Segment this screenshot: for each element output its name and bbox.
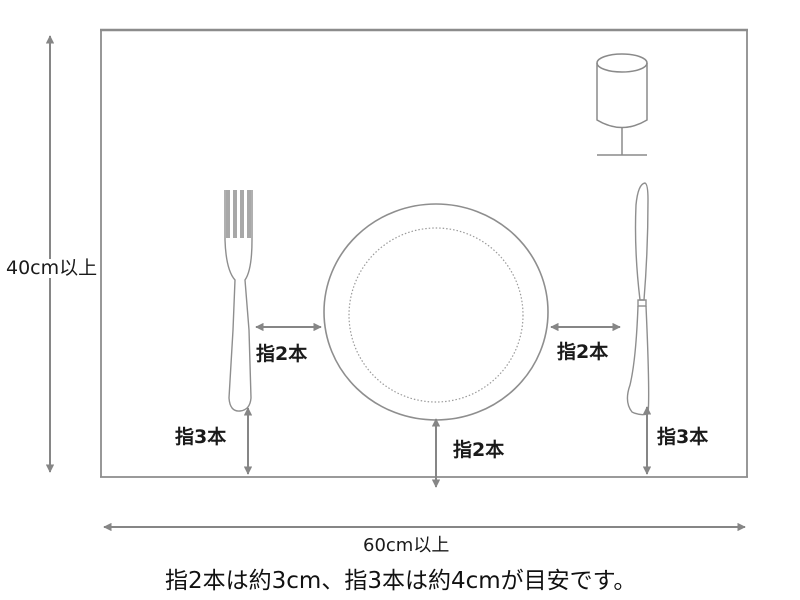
- fork-edge-spacing-label: 指3本: [175, 426, 227, 448]
- height-dimension-label: 40cm以上: [5, 257, 99, 279]
- fork-plate-spacing-label: 指2本: [256, 343, 308, 365]
- dinner-plate-icon: [323, 203, 549, 421]
- wine-glass-icon: [596, 53, 648, 156]
- placemat-outline: [100, 28, 748, 478]
- fork-icon: [224, 190, 253, 412]
- width-dimension-label: 60cm以上: [362, 535, 451, 556]
- caption: 指2本は約3cm、指3本は約4cmが目安です。: [165, 568, 637, 594]
- plate-edge-spacing-label: 指2本: [453, 439, 505, 461]
- knife-edge-spacing-label: 指3本: [657, 426, 709, 448]
- knife-icon: [626, 182, 650, 416]
- plate-knife-spacing-label: 指2本: [557, 341, 609, 363]
